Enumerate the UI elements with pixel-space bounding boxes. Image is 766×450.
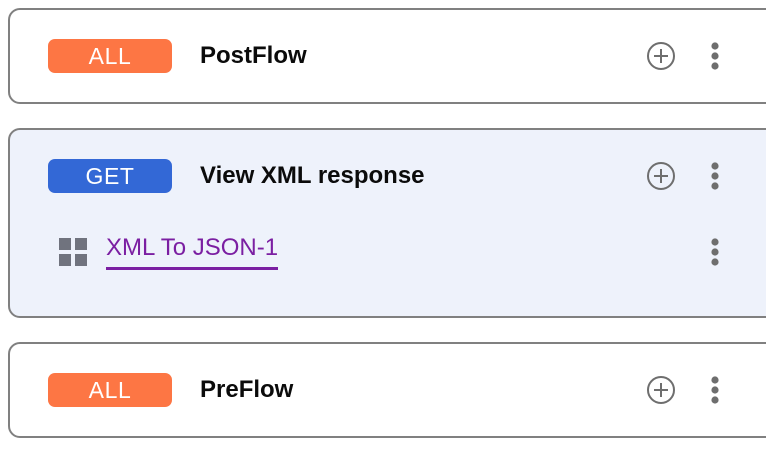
flow-header-row[interactable]: ALL PreFlow — [10, 356, 766, 424]
more-vertical-icon[interactable] — [704, 41, 726, 71]
flow-card-view-xml-response[interactable]: GET View XML response — [8, 128, 766, 318]
more-vertical-icon[interactable] — [704, 375, 726, 405]
grid-squares-icon — [10, 237, 88, 267]
flow-card-preflow[interactable]: ALL PreFlow — [8, 342, 766, 438]
plus-circle-icon[interactable] — [646, 161, 676, 191]
policy-link-xml-to-json-1[interactable]: XML To JSON-1 — [106, 234, 279, 270]
more-vertical-icon[interactable] — [704, 237, 726, 267]
more-vertical-icon[interactable] — [704, 161, 726, 191]
flow-title: View XML response — [200, 162, 425, 189]
flow-card-postflow[interactable]: ALL PostFlow — [8, 8, 766, 104]
plus-circle-icon[interactable] — [646, 41, 676, 71]
flow-header-row[interactable]: GET View XML response — [10, 142, 766, 210]
plus-circle-icon[interactable] — [646, 375, 676, 405]
flow-title: PreFlow — [200, 376, 294, 403]
flow-actions — [646, 22, 726, 90]
policy-row[interactable]: XML To JSON-1 — [10, 214, 766, 290]
policy-actions — [704, 214, 726, 290]
flow-title: PostFlow — [200, 42, 307, 69]
flow-actions — [646, 142, 726, 210]
method-badge-get: GET — [48, 159, 172, 193]
flow-header-row[interactable]: ALL PostFlow — [10, 22, 766, 90]
flow-actions — [646, 356, 726, 424]
method-badge-all: ALL — [48, 39, 172, 73]
method-badge-all: ALL — [48, 373, 172, 407]
